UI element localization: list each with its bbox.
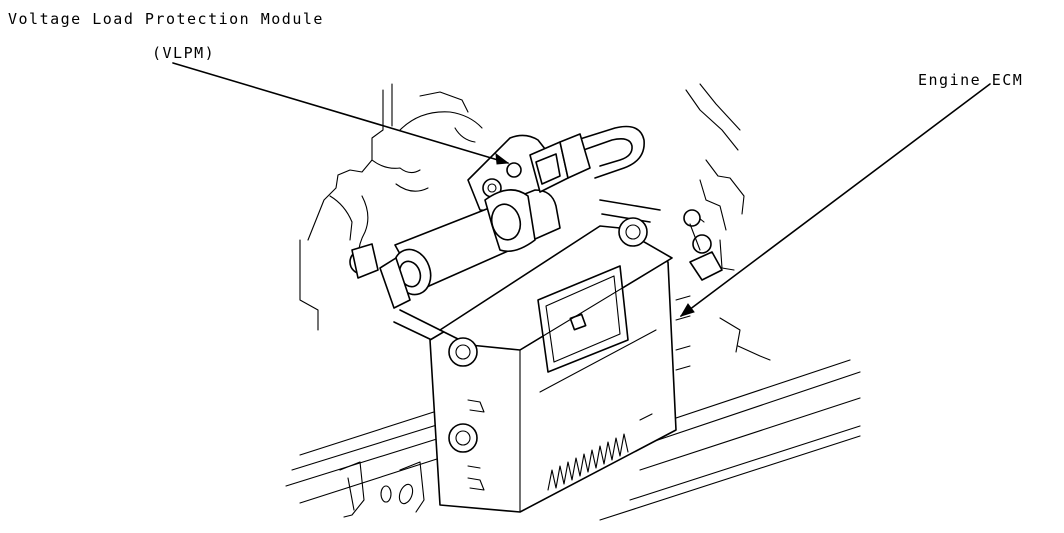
vlpm-callout-label: Voltage Load Protection Module [8,10,324,28]
engine-right-structure [685,83,771,361]
frame-rail [285,359,861,521]
ecm-leader-arrowhead [679,303,695,317]
vlpm-module [349,125,661,343]
vlpm-leader-line [172,62,509,164]
engine-block-outline [299,83,483,331]
vlpm-callout-abbrev: (VLPM) [152,44,216,62]
ecm-leader-line [680,83,991,317]
engine-ecm-module [429,209,723,513]
callout-leaders [172,62,991,317]
vlpm-leader-arrowhead [495,152,510,165]
engine-ecm-callout-label: Engine ECM [918,71,1024,89]
